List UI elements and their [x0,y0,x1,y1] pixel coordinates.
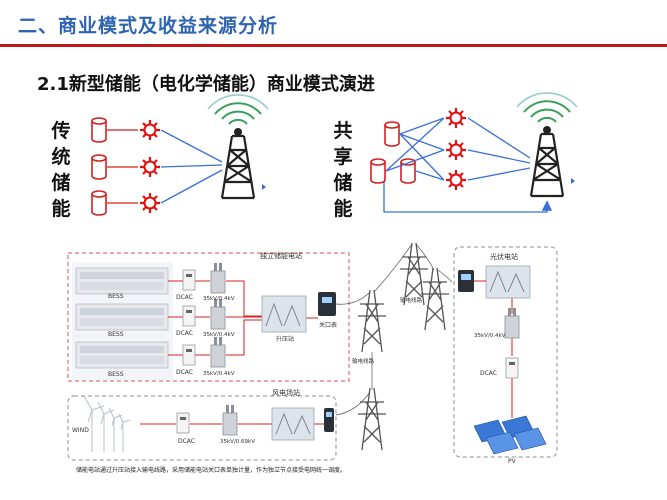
shared-storage-label: 共 享 储 能 [333,118,353,222]
battery-rack [75,267,169,295]
line-label: 输电线路 [400,296,423,304]
storage-cylinder-icon [91,154,107,180]
power-source-icon [138,155,162,179]
dcac-label: DCAC [176,294,193,301]
gateway-meter-icon [324,408,334,432]
pylon-icon [399,242,429,306]
label-char: 传 [51,120,71,142]
label-char: 享 [333,146,353,168]
wind-transformer-label: 35kV/0.69kV [220,439,255,445]
dcac-label: DCAC [176,369,193,376]
power-source-icon [444,138,468,162]
page-header-title: 二、商业模式及收益来源分析 [18,15,279,37]
storage-station-label: 独立储能电站 [260,251,302,260]
grid-tower-icon [206,93,270,200]
independent-storage-station: 独立储能电站 BESS BESS BESS DCAC DCAC DCAC 35k… [67,251,350,382]
inverter-icon [182,269,196,291]
transformer-icon [210,262,226,294]
transformer-label: 35kV/0.4kV [203,371,235,377]
gateway-meter-icon [458,270,474,292]
transformer-icon [222,404,238,436]
power-source-icon [444,168,468,192]
transformer-label: 35kV/0.4kV [203,332,235,338]
label-char: 共 [333,120,353,142]
transformer-icon [210,298,226,330]
inverter-icon [182,344,196,366]
label-char: 能 [51,198,71,220]
battery-rack [75,341,169,369]
bess-label: BESS [108,293,124,300]
bess-label: BESS [108,371,124,378]
transformer-icon [210,336,226,368]
pylon-icon [357,387,387,451]
inverter-icon [182,305,196,327]
traditional-storage-label: 传 统 储 能 [51,118,71,222]
dcac-label: DCAC [480,370,497,377]
label-char: 储 [333,172,353,194]
storage-cylinder-icon [384,121,400,147]
power-source-icon [138,118,162,142]
transformer-label: 35kV/0.4kV [203,296,235,302]
gateway-meter-icon [318,292,336,316]
dcac-label: DCAC [176,330,193,337]
booster-station-image [261,295,307,333]
header-divider [0,44,667,47]
pv-station: 光伏电站 35kV/0.4kV DCAC PV [453,246,558,465]
bess-label: BESS [108,331,124,338]
storage-cylinder-icon [91,117,107,143]
power-source-icon [138,191,162,215]
section-title: 2.1新型储能（电化学储能）商业模式演进 [37,74,375,95]
transmission-lines: 输电线路 输电线路 [335,242,453,451]
gateway-meter-label: 关口表 [319,321,337,329]
shared-model [370,91,579,213]
diagram-footnote: 储能电站通过升压站接入输电线路，采用储能电站关口表单独计量，作为独立节点接受电网… [76,466,346,474]
pv-label: PV [508,458,517,465]
wind-farm: 风电场站 WIND DCAC 35kV/0.69kV [67,388,337,461]
label-char: 统 [51,146,71,168]
dcac-label: DCAC [178,438,195,445]
booster-station-label: 升压站 [276,335,294,343]
wind-label: WIND [72,427,89,434]
storage-cylinder-icon [91,190,107,216]
transformer-label: 35kV/0.4kV [474,333,506,339]
pv-station-label: 光伏电站 [490,252,518,261]
wind-turbine-icons [83,395,131,452]
battery-rack [75,303,169,331]
label-char: 能 [333,198,353,220]
pv-booster-image [485,265,531,299]
pv-panels [473,415,547,455]
storage-cylinder-icon [370,158,386,184]
pylon-icon [420,267,450,331]
line-label: 输电线路 [352,357,375,365]
traditional-model [91,93,270,216]
power-source-icon [444,106,468,130]
wind-station-label: 风电场站 [272,388,300,397]
inverter-icon [505,357,519,379]
wind-booster-image [271,407,315,441]
inverter-icon [176,412,190,434]
grid-tower-icon [515,91,579,198]
label-char: 储 [51,172,71,194]
pylon-icon [357,289,387,353]
